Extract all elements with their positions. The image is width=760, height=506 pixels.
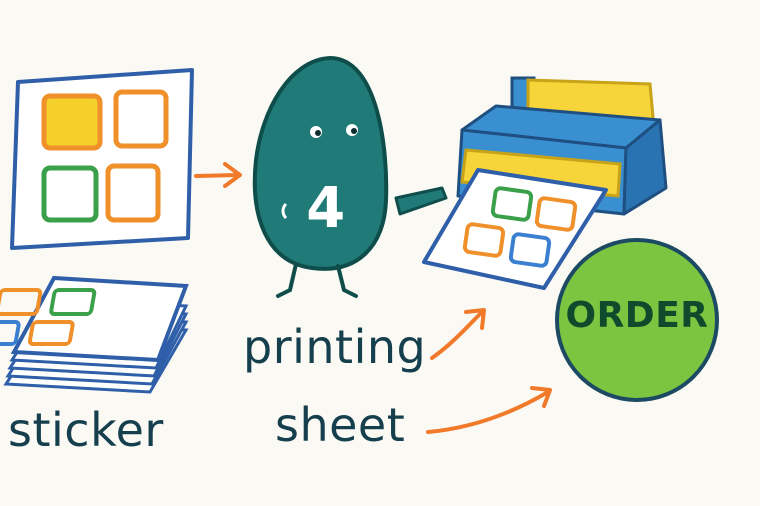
arrow-icon (194, 162, 242, 188)
sheet-label: sheet (275, 398, 406, 452)
count-label: 4 (306, 176, 346, 241)
order-badge (555, 238, 719, 402)
order-label: ORDER (565, 295, 709, 336)
sticker-sheet-icon (10, 68, 194, 250)
teal-character-icon (252, 55, 448, 298)
printing-label: printing (243, 320, 427, 374)
printed-sheet-icon (422, 168, 608, 290)
arrow-icon (426, 386, 552, 434)
sticker-stack-icon (0, 275, 189, 394)
arrow-icon (430, 308, 486, 360)
sticker-label: sticker (8, 403, 164, 457)
